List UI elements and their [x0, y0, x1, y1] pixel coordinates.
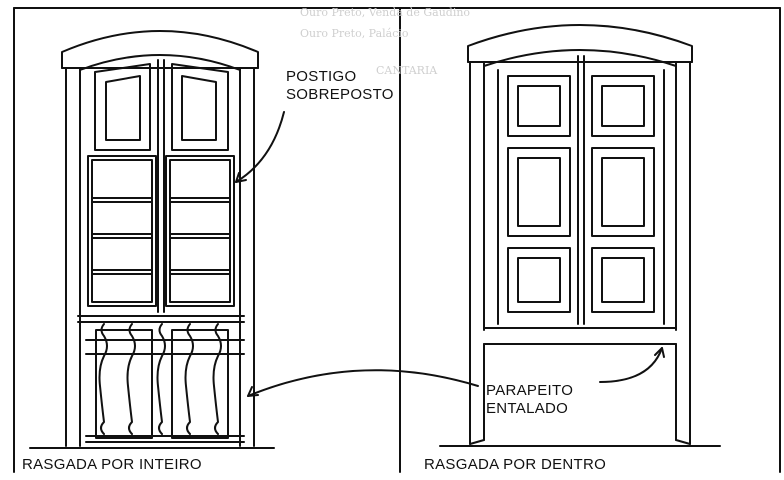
panel-borders	[13, 7, 781, 473]
door-panels-left	[507, 75, 571, 313]
bleed-line: Ouro Preto, Palácio	[300, 27, 409, 40]
arrow-icon	[599, 347, 665, 383]
door-panels-right	[591, 75, 655, 313]
window-left-rasgada-por-inteiro	[29, 30, 275, 449]
bleed-through-text: CANTARIA	[376, 60, 437, 81]
bleed-line: Ouro Preto, Venda de Gaudino	[300, 6, 471, 19]
label-line: SOBREPOSTO	[286, 86, 394, 103]
bleed-line: CANTARIA	[376, 64, 438, 77]
arrow-icon	[247, 369, 479, 397]
upper-panels	[94, 63, 229, 151]
label-parapeito-entalado: PARAPEITO ENTALADO	[486, 382, 573, 418]
caption-rasgada-por-inteiro: RASGADA POR INTEIRO	[22, 456, 202, 473]
parapeito-entalado	[469, 327, 691, 445]
label-line: PARAPEITO	[486, 382, 574, 399]
balcony-railing	[77, 315, 245, 443]
arrow-icon	[235, 111, 285, 183]
label-postigo-sobreposto: POSTIGO SOBREPOSTO	[286, 68, 394, 104]
label-line: ENTALADO	[486, 400, 569, 417]
caption-rasgada-por-dentro: RASGADA POR DENTRO	[424, 456, 607, 473]
bleed-through-text: Ouro Preto, Venda de Gaudino Ouro Preto,…	[300, 2, 470, 44]
window-right-rasgada-por-dentro	[439, 24, 721, 447]
postigo-sobreposto-panels	[87, 155, 235, 307]
label-line: POSTIGO	[286, 68, 357, 85]
